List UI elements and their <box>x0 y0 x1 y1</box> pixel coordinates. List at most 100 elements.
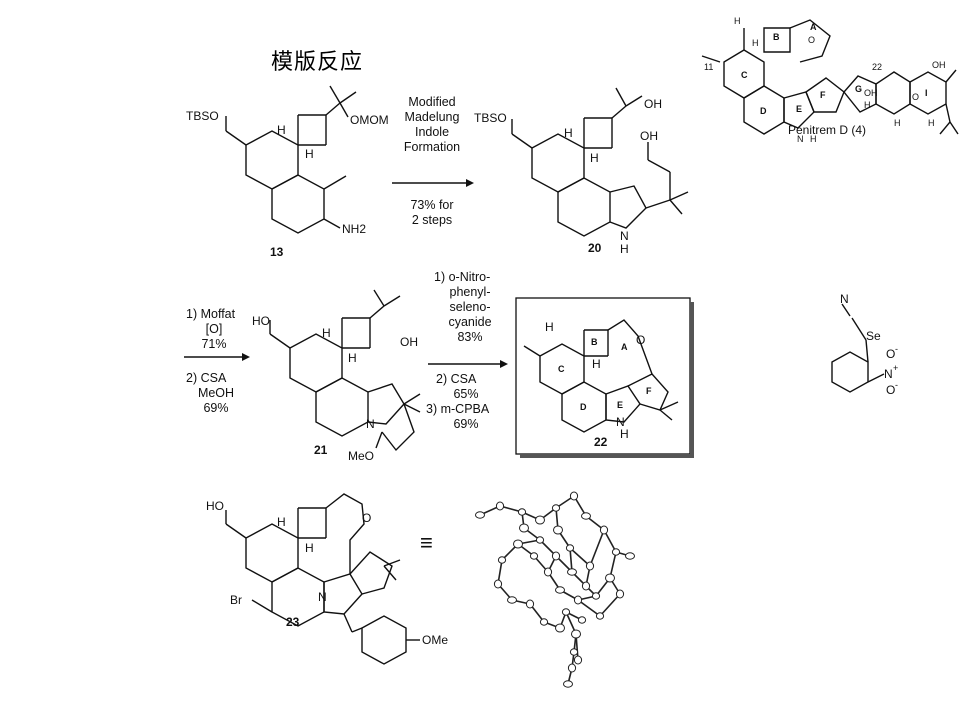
c20-tbso-label: TBSO <box>474 111 507 125</box>
r1-yield-2: 2 steps <box>412 213 452 227</box>
c13-h-label-2: H <box>305 147 314 161</box>
r3-condition-4: cyanide <box>448 315 491 329</box>
pen-ring-f: F <box>820 90 826 100</box>
r1-condition-3: Indole <box>415 125 449 139</box>
ortep-atom <box>573 595 583 605</box>
penitrem-d: H H O 11 22 N H OH H O H OH H B A C D E … <box>701 16 959 144</box>
equivalence-symbol: ≡ <box>420 530 433 555</box>
ortep-atom <box>561 608 571 616</box>
c22-ring-b: B <box>591 337 598 347</box>
ortep-atom <box>539 618 549 626</box>
ortep-atom <box>529 552 539 560</box>
c23-ome-label: OMe <box>422 633 448 647</box>
pen-h-label-3: H <box>864 100 871 110</box>
product-box <box>515 297 691 455</box>
c23-number: 23 <box>286 615 300 629</box>
pen-ring-i: I <box>925 88 928 98</box>
c22-ring-f: F <box>646 386 652 396</box>
ortep-atom <box>475 511 485 519</box>
ortep-bond <box>599 593 621 617</box>
pen-h-label-4: H <box>894 118 901 128</box>
pen-o-label-2: O <box>912 92 919 102</box>
compound-20: TBSO H H OH OH N H 20 <box>474 87 689 256</box>
compound-22: H H O N H A B C D E F 22 <box>515 297 694 458</box>
reagent-o-label-1: O <box>886 347 895 361</box>
ortep-atom <box>507 596 517 604</box>
r2-condition-2: [O] <box>206 322 223 336</box>
c21-h-label-1: H <box>322 326 331 340</box>
ortep-atom <box>595 612 605 620</box>
ortep-atom <box>495 501 505 511</box>
c21-n-label: N <box>366 417 375 431</box>
ortep-atom <box>599 525 609 535</box>
ortep-atom <box>585 561 595 571</box>
ortep-atom <box>543 567 553 577</box>
reagent-n-label-1: N <box>840 292 849 306</box>
pen-ring-d: D <box>760 106 767 116</box>
pen-ring-e: E <box>796 104 802 114</box>
ortep-atom <box>581 581 591 591</box>
ortep-atom <box>551 551 561 561</box>
c22-h-label-1: H <box>545 320 554 334</box>
reagent-o-label-2: O <box>886 383 895 397</box>
ortep-atom <box>569 491 579 501</box>
ortep-atom <box>551 504 561 512</box>
r2-condition-4: 2) CSA <box>186 371 227 385</box>
c21-oh-label: OH <box>400 335 418 349</box>
c22-nh-label: H <box>620 427 629 441</box>
reagent-minus-label-2: - <box>895 380 898 390</box>
c22-ring-c: C <box>558 364 565 374</box>
reaction-arrow-3: 1) o-Nitro- phenyl- seleno- cyanide 83% … <box>426 270 508 431</box>
r3-condition-9: 69% <box>453 417 478 431</box>
r1-condition-2: Madelung <box>405 110 460 124</box>
pen-ring-g: G <box>855 84 862 94</box>
pen-nh-label: H <box>810 134 817 144</box>
pen-n-label: N <box>797 134 804 144</box>
r1-condition-1: Modified <box>408 95 455 109</box>
compound-21: HO H H OH N MeO 21 <box>252 289 421 463</box>
r3-condition-6: 2) CSA <box>436 372 477 386</box>
reagent-n-label-2: N <box>884 367 893 381</box>
c20-nh-label: H <box>620 242 629 256</box>
c20-h-label-2: H <box>590 151 599 165</box>
ortep-atom <box>535 536 545 544</box>
c23-n-label: N <box>318 590 327 604</box>
c21-meo-label: MeO <box>348 449 374 463</box>
pen-h-label-1: H <box>734 16 741 26</box>
r3-condition-3: seleno- <box>450 300 491 314</box>
slide-title: 模版反应 <box>271 50 364 75</box>
c13-omom-label: OMOM <box>350 113 389 127</box>
c21-number: 21 <box>314 443 328 457</box>
c23-o-label: O <box>362 511 371 525</box>
ortep-atom <box>555 586 565 594</box>
reagent-minus-label-1: - <box>895 344 898 354</box>
ortep-atom <box>517 508 527 516</box>
c21-h-label-2: H <box>348 351 357 365</box>
ortep-atom <box>553 525 563 535</box>
c13-nh2-label: NH2 <box>342 222 366 236</box>
c23-h-label-1: H <box>277 515 286 529</box>
pen-oh-label-2: OH <box>932 60 946 70</box>
c22-o-label: O <box>636 333 645 347</box>
reagent-plus-label: + <box>893 363 898 373</box>
r2-condition-3: 71% <box>201 337 226 351</box>
ortep-bond <box>577 599 601 617</box>
ortep-atom <box>565 544 575 552</box>
pen-11-label: 11 <box>704 62 713 72</box>
ortep-atom <box>563 680 573 688</box>
c21-ho-label: HO <box>252 314 270 328</box>
ortep-atom <box>497 556 507 564</box>
c22-n-label: N <box>616 415 625 429</box>
ortep-bond <box>569 547 591 567</box>
penitrem-caption: Penitrem D (4) <box>788 123 866 137</box>
pen-22-label: 22 <box>872 62 882 72</box>
c22-ring-d: D <box>580 402 587 412</box>
c13-number: 13 <box>270 245 284 259</box>
reaction-arrow-1: Modified Madelung Indole Formation 73% f… <box>392 95 474 227</box>
ortep-atom <box>573 655 583 665</box>
ortep-atom <box>611 548 621 556</box>
r2-condition-6: 69% <box>203 401 228 415</box>
r2-condition-1: 1) Moffat <box>186 307 236 321</box>
ortep-atom <box>581 512 591 520</box>
